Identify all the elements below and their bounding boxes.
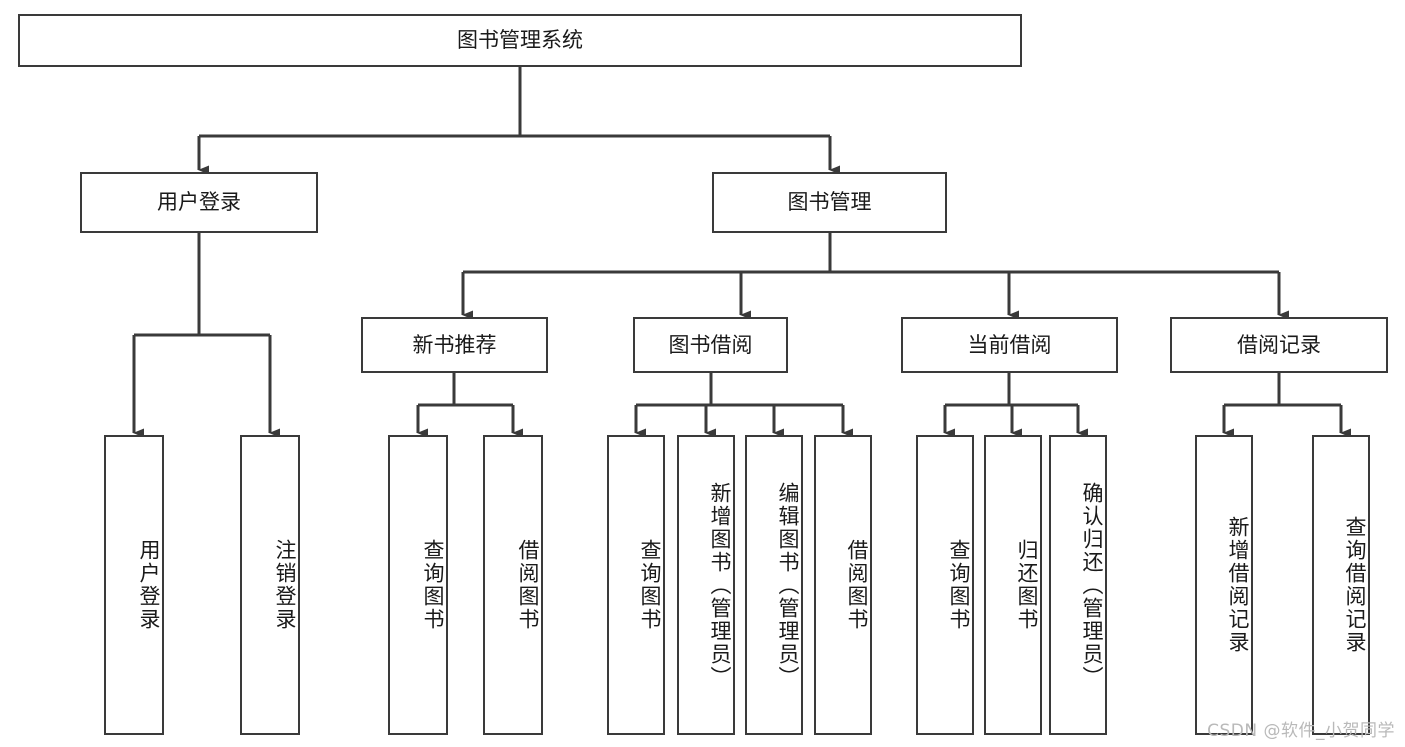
node-leaf-borrow-book-2[interactable]: 借阅图书 <box>814 435 872 735</box>
node-book-manage[interactable]: 图书管理 <box>712 172 947 233</box>
node-leaf-return-book[interactable]: 归还图书 <box>984 435 1042 735</box>
node-root[interactable]: 图书管理系统 <box>18 14 1022 67</box>
node-leaf-user-logout-label: 注销登录 <box>273 539 297 631</box>
node-current-borrow-label: 当前借阅 <box>967 332 1052 357</box>
node-leaf-borrow-book-2-label: 借阅图书 <box>845 539 869 631</box>
node-leaf-query-book-1-label: 查询图书 <box>421 539 445 631</box>
node-new-book-rec-label: 新书推荐 <box>412 332 497 357</box>
node-leaf-query-record[interactable]: 查询借阅记录 <box>1312 435 1370 735</box>
node-leaf-add-book-label: 新增图书（管理员） <box>708 481 732 689</box>
node-leaf-query-book-2[interactable]: 查询图书 <box>607 435 665 735</box>
node-user-login[interactable]: 用户登录 <box>80 172 318 233</box>
node-leaf-borrow-book-1-label: 借阅图书 <box>516 539 540 631</box>
node-new-book-rec[interactable]: 新书推荐 <box>361 317 548 373</box>
node-leaf-user-login-label: 用户登录 <box>137 539 161 631</box>
node-leaf-add-book[interactable]: 新增图书（管理员） <box>677 435 735 735</box>
node-leaf-return-book-label: 归还图书 <box>1015 539 1039 631</box>
watermark: CSDN @软件_小贺同学 <box>1207 721 1395 741</box>
node-leaf-query-book-3[interactable]: 查询图书 <box>916 435 974 735</box>
node-leaf-confirm-return-label: 确认归还（管理员） <box>1080 481 1104 689</box>
node-leaf-user-login[interactable]: 用户登录 <box>104 435 164 735</box>
node-borrow-record-label: 借阅记录 <box>1237 332 1321 357</box>
node-leaf-add-record-label: 新增借阅记录 <box>1226 516 1250 654</box>
node-leaf-query-book-3-label: 查询图书 <box>947 539 971 631</box>
node-leaf-borrow-book-1[interactable]: 借阅图书 <box>483 435 543 735</box>
node-book-borrow-label: 图书借阅 <box>668 332 753 357</box>
node-leaf-add-record[interactable]: 新增借阅记录 <box>1195 435 1253 735</box>
node-borrow-record[interactable]: 借阅记录 <box>1170 317 1388 373</box>
node-root-label: 图书管理系统 <box>457 28 583 53</box>
node-leaf-query-book-2-label: 查询图书 <box>638 539 662 631</box>
node-leaf-confirm-return[interactable]: 确认归还（管理员） <box>1049 435 1107 735</box>
node-user-login-label: 用户登录 <box>157 190 241 215</box>
node-current-borrow[interactable]: 当前借阅 <box>901 317 1118 373</box>
node-book-manage-label: 图书管理 <box>787 190 872 215</box>
node-leaf-edit-book-label: 编辑图书（管理员） <box>776 481 800 689</box>
node-leaf-query-book-1[interactable]: 查询图书 <box>388 435 448 735</box>
node-leaf-edit-book[interactable]: 编辑图书（管理员） <box>745 435 803 735</box>
node-book-borrow[interactable]: 图书借阅 <box>633 317 788 373</box>
node-leaf-query-record-label: 查询借阅记录 <box>1343 516 1367 654</box>
node-leaf-user-logout[interactable]: 注销登录 <box>240 435 300 735</box>
